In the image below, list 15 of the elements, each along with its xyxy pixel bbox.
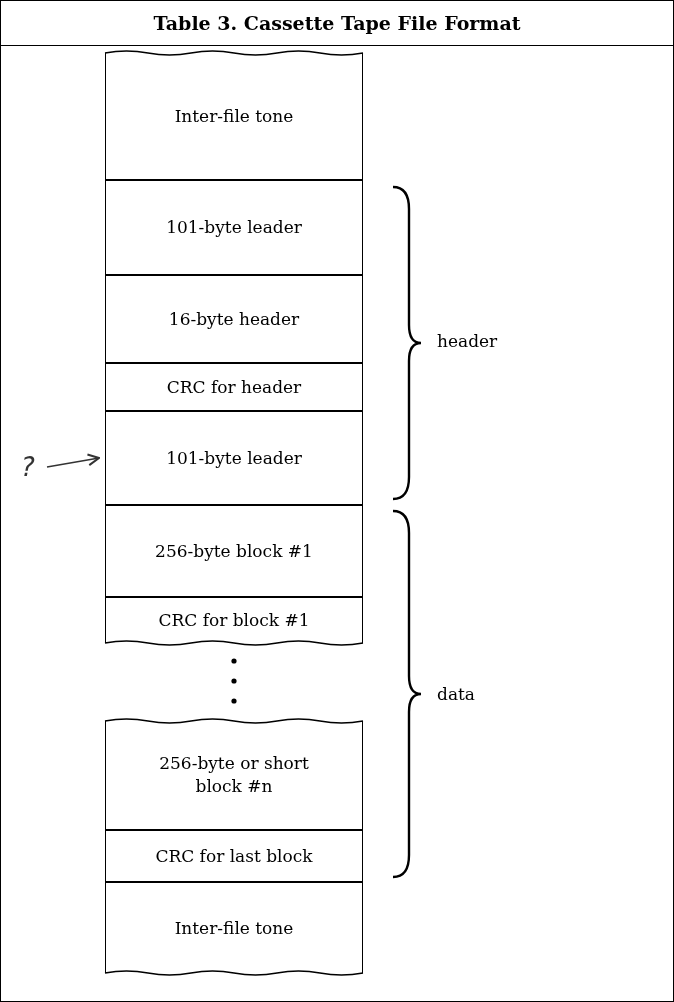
tape-segment-box: 256-byte block #1	[105, 505, 363, 597]
handwritten-question-mark: ?	[13, 447, 43, 487]
tape-segment-box: 16-byte header	[105, 275, 363, 363]
group-label: data	[437, 684, 475, 704]
tape-segment-box: 101-byte leader	[105, 180, 363, 275]
tape-segment-box: 256-byte or short block #n	[105, 721, 363, 830]
tape-segment-box: Inter-file tone	[105, 882, 363, 973]
tape-segment-box: 101-byte leader	[105, 411, 363, 505]
tape-segment-box: CRC for block #1	[105, 597, 363, 643]
group-label: header	[437, 331, 498, 351]
table-title: Table 3. Cassette Tape File Format	[153, 12, 521, 34]
tape-segment-box: CRC for last block	[105, 830, 363, 882]
tape-segment-box: Inter-file tone	[105, 53, 363, 180]
arrow	[46, 453, 100, 468]
tape-segment-box: CRC for header	[105, 363, 363, 411]
